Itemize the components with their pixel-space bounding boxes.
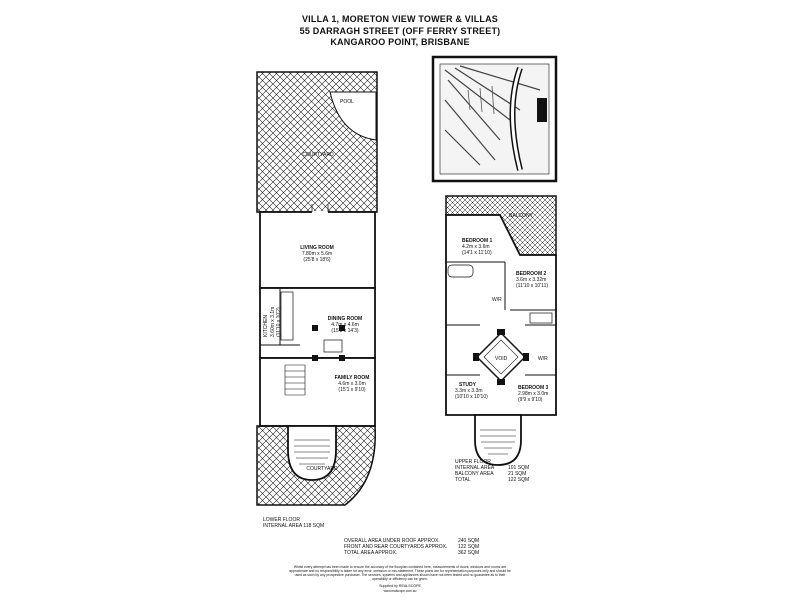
dining-area	[259, 287, 376, 359]
living-room-area	[259, 211, 376, 289]
lower-floor-area: INTERNAL AREA 118 SQM	[263, 523, 325, 529]
living-room-metric: 7.80m x 5.6m	[301, 251, 333, 257]
credit-line-1: Supplied by REALSCOPE	[379, 584, 421, 588]
living-room-name: LIVING ROOM	[300, 245, 334, 251]
total-area-label: TOTAL AREA APPROX.	[344, 550, 398, 556]
top-courtyard-label: COURTYARD	[302, 152, 334, 158]
overall-under-roof-value: 240 SQM	[458, 538, 480, 544]
kitchen-name: KITCHEN	[263, 315, 269, 337]
bedroom-1-metric: 4.2m x 3.6m	[462, 244, 490, 250]
bedroom-2-metric: 3.6m x 3.32m	[516, 277, 547, 283]
dining-room-imperial: (15'5 x 14'3)	[331, 328, 359, 334]
courtyards-value: 122 SQM	[458, 544, 480, 550]
bedroom-3-name: BEDROOM 3	[518, 385, 549, 391]
disclaimer-line-2: approximate and no responsibility is tak…	[289, 569, 511, 573]
dining-table	[323, 339, 343, 353]
upper-stair-arch	[474, 414, 522, 466]
dining-room-name: DINING ROOM	[327, 316, 363, 322]
study-name: STUDY	[459, 382, 476, 388]
walk-in-robe-1-label: W/R	[492, 297, 502, 303]
entry-stair-arch	[287, 425, 337, 481]
upper-internal-area-label: INTERNAL AREA	[455, 465, 495, 471]
lower-floor-plan	[256, 71, 378, 506]
upper-total-value: 122 SQM	[508, 477, 530, 483]
bedroom-3-metric: 2.98m x 3.0m	[518, 391, 549, 397]
location-map	[431, 55, 558, 183]
bedroom-1-name: BEDROOM 1	[462, 238, 493, 244]
void-label: VOID	[495, 356, 508, 362]
title-line-1: VILLA 1, MORETON VIEW TOWER & VILLAS	[301, 14, 499, 24]
upper-balcony-area-value: 21 SQM	[508, 471, 527, 477]
disclaimer-line-4: operability or efficiency can be given.	[372, 577, 428, 581]
overall-under-roof-label: OVERALL AREA UNDER ROOF APPROX.	[344, 538, 440, 544]
kitchen-imperial: (11'10 x 10'2)	[276, 307, 282, 337]
pool-shape	[329, 91, 377, 141]
upper-floor-plan	[445, 195, 557, 466]
disclaimer-line-3: used as such by any prospective purchase…	[294, 573, 506, 577]
living-room-imperial: (25'8 x 18'6)	[303, 257, 331, 263]
dining-room-metric: 4.7m x 4.6m	[331, 322, 359, 328]
upper-balcony-area-label: BALCONY AREA	[455, 471, 494, 477]
family-room-metric: 4.6m x 3.0m	[338, 381, 366, 387]
lower-floor-label: LOWER FLOOR	[263, 517, 300, 523]
courtyards-label: FRONT AND REAR COURTYARDS APPROX.	[344, 544, 448, 550]
title-line-2: 55 DARRAGH STREET (OFF FERRY STREET)	[299, 26, 501, 36]
upper-bathtub	[447, 264, 474, 278]
bedroom-1-imperial: (14'1 x 11'10)	[462, 250, 492, 256]
upper-internal-area-value: 101 SQM	[508, 465, 530, 471]
total-area-value: 362 SQM	[458, 550, 480, 556]
disclaimer-line-1: Whilst every attempt has been made to en…	[293, 565, 507, 569]
study-imperial: (10'10 x 10'10)	[455, 394, 488, 400]
credit-line-2: www.realscope.com.au	[383, 589, 417, 593]
study-metric: 3.3m x 3.3m	[455, 388, 483, 394]
family-room-imperial: (15'1 x 9'10)	[338, 387, 366, 393]
bedroom-2-name: BEDROOM 2	[516, 271, 547, 277]
bedroom-3-imperial: (9'9 x 9'10)	[518, 397, 543, 403]
bottom-courtyard-label: COURTYARD	[306, 466, 338, 472]
walk-in-robe-2-label: W/R	[538, 356, 548, 362]
balcony-label: BALCONY	[509, 213, 533, 219]
upper-total-label: TOTAL	[455, 477, 471, 483]
family-room-name: FAMILY ROOM	[334, 375, 370, 381]
title-line-3: KANGAROO POINT, BRISBANE	[330, 37, 470, 47]
bedroom-2-imperial: (11'10 x 10'11)	[516, 283, 549, 289]
upper-outer-wall	[445, 214, 557, 416]
lower-stairs	[284, 364, 306, 396]
upper-ensuite	[529, 312, 553, 324]
upper-floor-label: UPPER FLOOR	[455, 459, 491, 465]
pool-label: POOL	[340, 99, 354, 105]
kitchen-bench	[280, 291, 294, 341]
